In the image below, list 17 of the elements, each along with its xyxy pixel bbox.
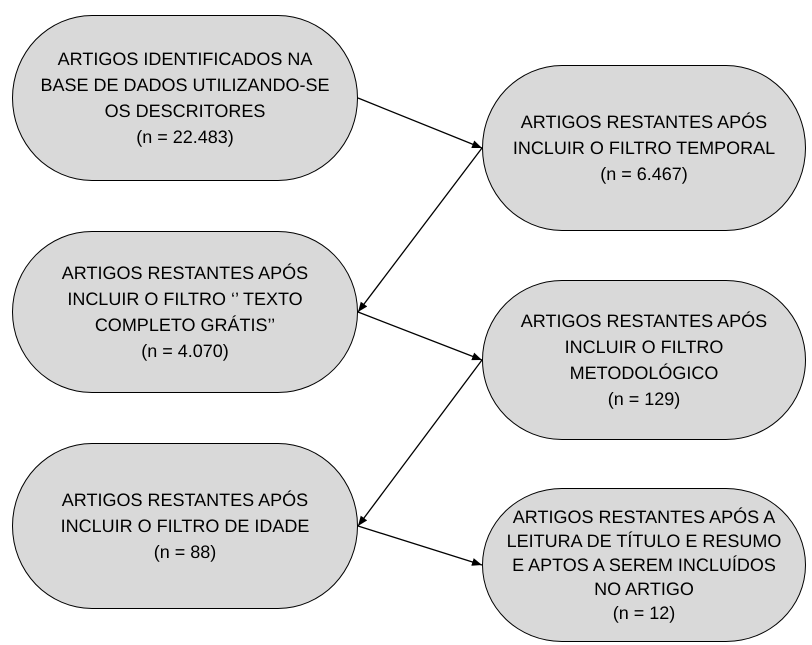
count-label: (n = 6.467)	[600, 163, 688, 186]
arrow	[358, 97, 482, 149]
step-label: ARTIGOS RESTANTES APÓS INCLUIR O FILTRO TEMPORAL	[512, 111, 776, 160]
count-label: (n = 12)	[612, 602, 676, 625]
arrow	[358, 525, 482, 566]
count-label: (n = 88)	[154, 541, 216, 564]
step-label: ARTIGOS RESTANTES APÓS INCLUIR O FILTRO METODOLÓGICO	[520, 310, 768, 385]
count-label: (n = 22.483)	[136, 126, 234, 149]
count-label: (n = 4.070)	[141, 340, 229, 363]
count-label: (n = 129)	[608, 388, 680, 411]
step-label: ARTIGOS RESTANTES APÓS A LEITURA DE TÍTULO E RESUMO E APTOS A SEREM INCLUÍDOS NO ARTIGO	[506, 506, 782, 601]
step-label: ARTIGOS RESTANTES APÓS INCLUIR O FILTRO ‘’ TEXTO COMPLETO GRÁTIS’’	[60, 262, 310, 337]
arrow	[357, 360, 483, 526]
step-label: ARTIGOS RESTANTES APÓS INCLUIR O FILTRO DE IDADE	[60, 489, 310, 538]
step-label: ARTIGOS IDENTIFICADOS NA BASE DE DADOS UTILIZANDO-SE OS DESCRITORES	[39, 48, 331, 123]
arrow	[358, 311, 482, 361]
arrow	[357, 148, 483, 312]
